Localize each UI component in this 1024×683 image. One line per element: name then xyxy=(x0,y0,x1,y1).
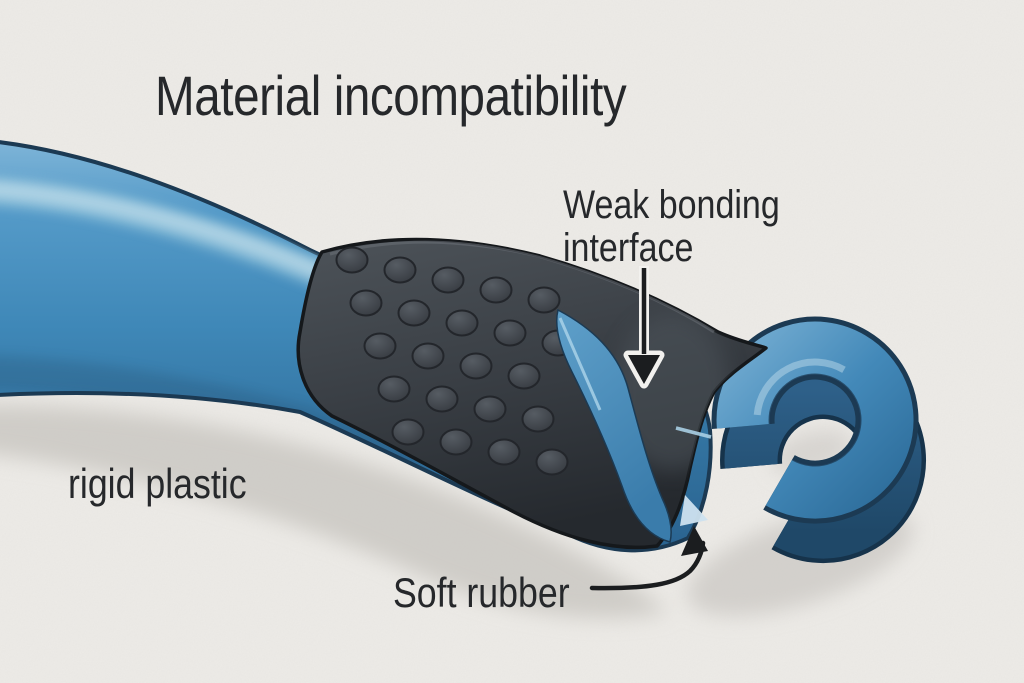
grip-dot xyxy=(493,319,527,347)
grip-dot xyxy=(521,405,555,433)
grip-dot xyxy=(459,352,493,380)
grip-dot xyxy=(507,362,541,390)
front-bevel-light xyxy=(675,426,712,439)
grip-dot xyxy=(363,332,397,360)
grip-dot xyxy=(425,385,459,413)
grip-dot xyxy=(431,266,465,294)
label-soft-rubber: Soft rubber xyxy=(393,569,570,616)
hook-end-top xyxy=(711,316,919,524)
grip-texture-dots xyxy=(335,246,575,476)
diagram-title: Material incompatibility xyxy=(155,64,627,127)
peel-notch xyxy=(680,495,708,526)
bond-interface-stripe-highlight xyxy=(558,317,602,411)
grip-dot xyxy=(335,246,369,274)
grip-dot xyxy=(527,286,561,314)
grip-dot xyxy=(383,256,417,284)
grip-dot xyxy=(479,276,513,304)
grip-dot xyxy=(397,299,431,327)
grip-dot xyxy=(439,428,473,456)
grip-dot xyxy=(473,395,507,423)
label-rigid-plastic: rigid plastic xyxy=(68,460,247,507)
grip-dot xyxy=(487,438,521,466)
label-weak-bonding-line1: Weak bonding xyxy=(563,183,780,227)
label-weak-bonding-line2: interface xyxy=(563,226,694,271)
curved-arrow-icon xyxy=(589,526,708,591)
grip-dot xyxy=(391,418,425,446)
label-weak-bonding: Weak bonding interface xyxy=(563,183,780,271)
grip-dot xyxy=(377,375,411,403)
down-arrow-icon xyxy=(623,266,665,389)
grip-dot xyxy=(535,448,569,476)
grip-dot xyxy=(445,309,479,337)
grip-dot xyxy=(349,289,383,317)
grip-dot xyxy=(411,342,445,370)
bond-interface-stripe xyxy=(556,308,672,543)
